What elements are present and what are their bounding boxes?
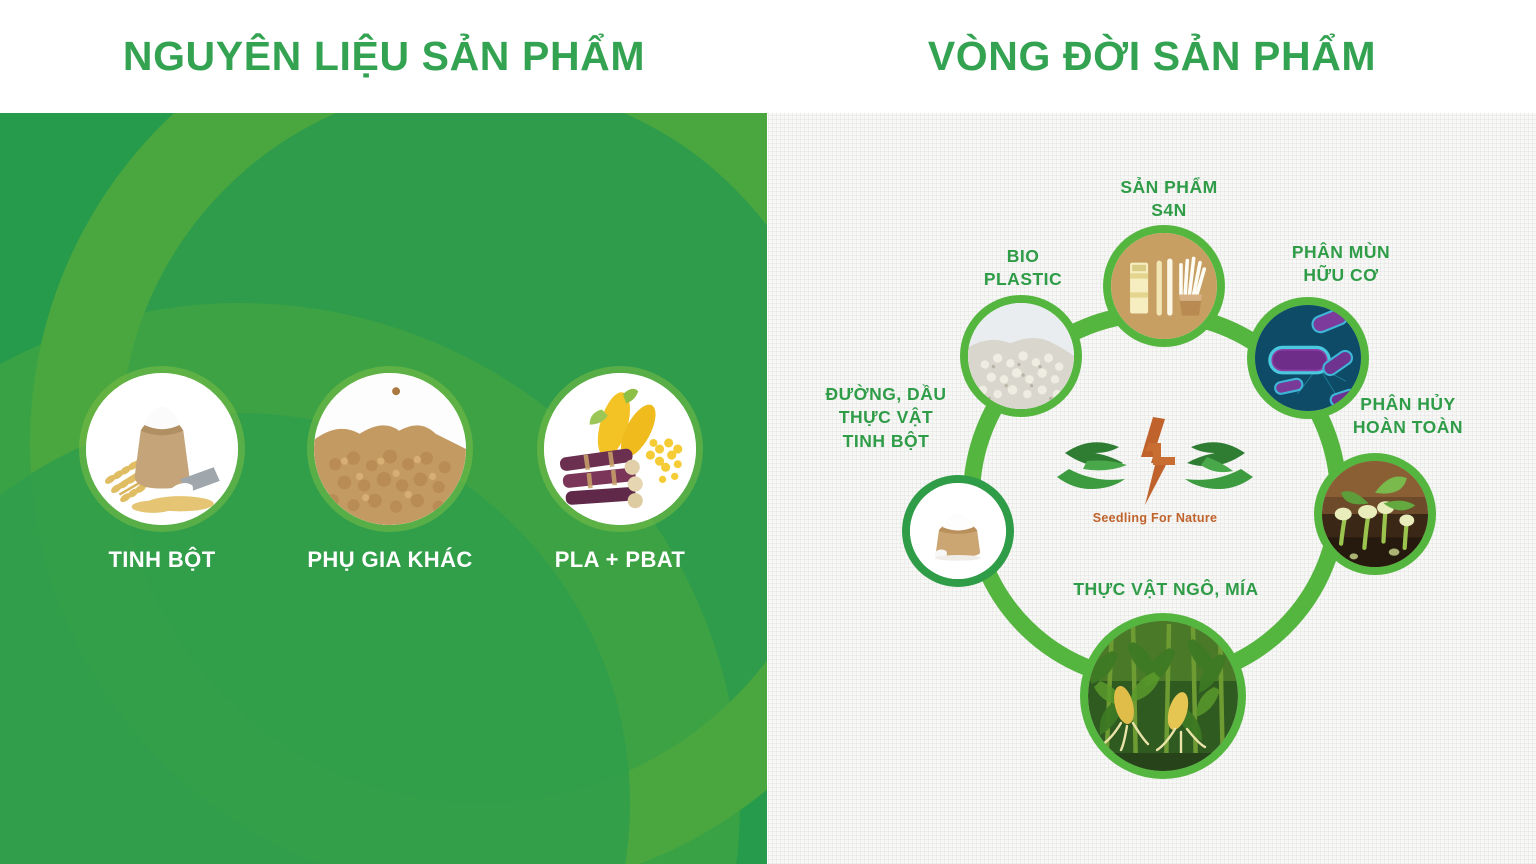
page-title-materials: NGUYÊN LIỆU SẢN PHẨM — [122, 33, 646, 79]
header-bar: NGUYÊN LIỆU SẢN PHẨM VÒNG ĐỜI SẢN PHẨM — [0, 0, 1536, 113]
lifecycle-label-humus: PHÂN MÙN HỮU CƠ — [1291, 242, 1391, 286]
lifecycle-node-degradation[interactable] — [1322, 461, 1428, 567]
materials-panel: TINH BỘT — [0, 113, 768, 864]
lifecycle-label-plants: THỰC VẬT NGÔ, MÍA — [1073, 579, 1259, 599]
lifecycle-node-humus[interactable] — [1255, 305, 1361, 411]
lifecycle-node-plants[interactable] — [1088, 621, 1238, 771]
material-image-circle — [314, 373, 466, 525]
lifecycle-panel: Seedling For Nature SẢN PHẨM S4N — [768, 113, 1536, 864]
material-image-circle — [86, 373, 238, 525]
material-item-additives[interactable]: PHỤ GIA KHÁC — [290, 373, 490, 573]
material-label: PLA + PBAT — [554, 547, 686, 572]
material-item-starch[interactable]: TINH BỘT — [62, 373, 262, 573]
lifecycle-node-sugar-starch[interactable] — [910, 483, 1006, 579]
sprout-soil-icon — [1322, 461, 1428, 567]
bioplastic-pellets-icon — [968, 303, 1074, 409]
material-label: TINH BỘT — [108, 547, 216, 572]
s4n-logo-mark — [1057, 417, 1253, 505]
page-title-lifecycle: VÒNG ĐỜI SẢN PHẨM — [927, 33, 1377, 79]
lifecycle-label-product: SẢN PHẨM S4N — [1120, 177, 1218, 221]
material-label: PHỤ GIA KHÁC — [307, 547, 473, 572]
materials-list: TINH BỘT — [0, 113, 768, 864]
brand-logo: Seedling For Nature — [1050, 399, 1260, 539]
corn-field-icon — [1088, 621, 1238, 771]
lifecycle-label-degradation: PHÂN HỦY HOÀN TOÀN — [1352, 394, 1464, 438]
lifecycle-label-bioplastic: BIO PLASTIC — [983, 246, 1063, 290]
granulated-additive-icon — [314, 373, 466, 525]
flour-sack-icon — [910, 483, 1006, 579]
logo-tagline: Seedling For Nature — [1092, 511, 1218, 525]
lifecycle-node-bioplastic[interactable] — [968, 303, 1074, 409]
lifecycle-node-product[interactable] — [1111, 233, 1217, 339]
material-item-pla-pbat[interactable]: PLA + PBAT — [520, 373, 720, 573]
lifecycle-label-sugar-starch: ĐƯỜNG, DẦU THỰC VẬT TINH BỘT — [825, 384, 947, 451]
sugarcane-corn-icon — [544, 373, 696, 525]
straw-products-icon — [1111, 233, 1217, 339]
microbe-bacteria-icon — [1255, 305, 1361, 411]
material-image-circle — [544, 373, 696, 525]
wheat-flour-sack-icon — [86, 373, 238, 525]
